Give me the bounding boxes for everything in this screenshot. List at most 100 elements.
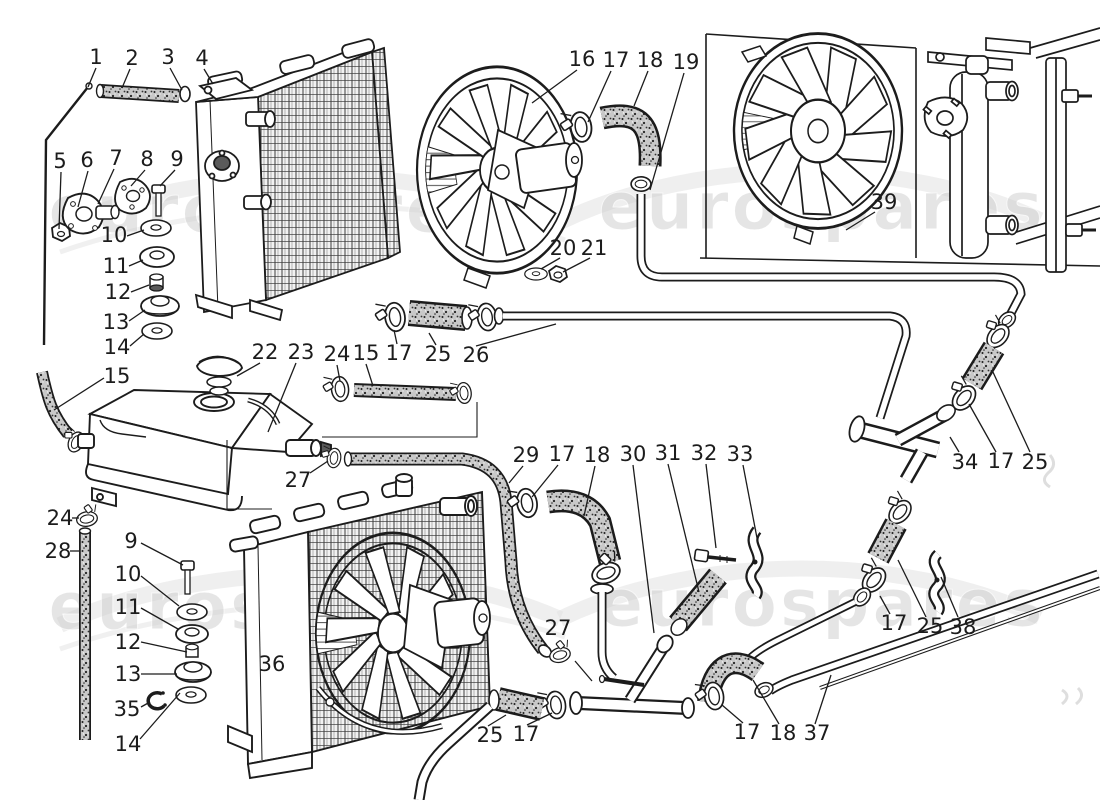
leader-line — [508, 465, 524, 484]
leader-line — [140, 641, 188, 653]
bracket-38 — [928, 549, 946, 616]
part-label-5: 5 — [53, 149, 66, 173]
bolt-9-lower — [180, 560, 195, 595]
flange-and-mount-parts-upper — [51, 177, 166, 243]
part-label-17: 17 — [513, 722, 540, 746]
part-label-28: 28 — [45, 539, 72, 563]
spacer-12-lower — [185, 643, 199, 658]
leader-line — [336, 364, 341, 382]
part-label-11: 11 — [115, 595, 142, 619]
leader-line — [487, 714, 507, 727]
leader-line — [87, 67, 97, 88]
y-pipe-30 — [569, 634, 695, 719]
hose-15-right — [353, 383, 457, 401]
part-label-31: 31 — [655, 441, 682, 465]
part-label-3: 3 — [161, 45, 174, 69]
part-label-18: 18 — [637, 48, 664, 72]
part-label-29: 29 — [513, 443, 540, 467]
part-label-2: 2 — [125, 46, 138, 70]
fan-39 — [732, 32, 904, 245]
hose-25-bottom — [495, 687, 569, 722]
hose-25-upper-right — [940, 312, 1015, 416]
pipe-bottom-left — [413, 689, 500, 800]
radiator-side-view — [922, 27, 1100, 273]
washer-20 — [524, 267, 548, 281]
leader-line — [139, 692, 181, 740]
mount-cup-13 — [140, 295, 180, 317]
part-label-30: 30 — [620, 442, 647, 466]
elbow-hose-18-center — [546, 489, 625, 589]
part-label-6: 6 — [80, 148, 93, 172]
part-label-7: 7 — [109, 146, 122, 170]
leader-line — [130, 284, 150, 293]
leader-line — [140, 542, 184, 566]
part-label-11: 11 — [103, 254, 130, 278]
leader-line — [53, 377, 105, 411]
part-label-8: 8 — [140, 147, 153, 171]
leader-line — [128, 309, 146, 322]
part-label-21: 21 — [581, 236, 608, 260]
bolt-9 — [151, 184, 166, 194]
part-label-37: 37 — [804, 721, 831, 745]
leader-line — [126, 229, 145, 237]
washer-10-lower — [176, 603, 208, 621]
spacer-12 — [149, 273, 164, 292]
leader-line — [968, 403, 997, 453]
leader-line — [814, 674, 832, 725]
part-label-25: 25 — [477, 723, 504, 747]
part-label-34: 34 — [952, 450, 979, 474]
part-label-17: 17 — [988, 449, 1015, 473]
part-label-19: 19 — [673, 50, 700, 74]
pipe-26 — [493, 307, 911, 420]
circlip-35 — [146, 691, 167, 711]
leader-line — [540, 257, 561, 270]
leader-line — [632, 464, 655, 634]
part-label-10: 10 — [115, 562, 142, 586]
radiator-front-upper — [194, 38, 401, 322]
grommet-11 — [139, 246, 175, 268]
leader-line — [267, 362, 297, 433]
part-label-15: 15 — [353, 341, 380, 365]
leader-line — [58, 171, 62, 230]
part-label-12: 12 — [105, 280, 132, 304]
leader-line — [940, 576, 959, 618]
part-label-13: 13 — [103, 310, 130, 334]
leader-line — [309, 460, 329, 474]
part-label-36: 36 — [259, 652, 286, 676]
part-label-9: 9 — [124, 529, 137, 553]
leader-line — [128, 259, 144, 267]
part-label-17: 17 — [549, 442, 576, 466]
part-label-14: 14 — [104, 335, 131, 359]
fitting-3 — [179, 85, 191, 103]
leader-line — [121, 68, 131, 89]
washer-14 — [141, 322, 173, 340]
part-label-14: 14 — [115, 732, 142, 756]
leader-line — [203, 68, 214, 85]
part-label-15: 15 — [104, 364, 131, 388]
part-label-27: 27 — [285, 468, 312, 492]
part-label-1: 1 — [89, 45, 102, 69]
leader-line — [236, 362, 261, 377]
part-label-25: 25 — [917, 614, 944, 638]
leader-line — [845, 211, 876, 231]
hose-25-lower-right — [849, 488, 917, 611]
leader-line — [526, 712, 553, 726]
part-label-17: 17 — [734, 720, 761, 744]
part-label-16: 16 — [569, 47, 596, 71]
part-label-18: 18 — [584, 443, 611, 467]
leader-line — [991, 369, 1031, 453]
elbow-hose-18-top — [599, 104, 662, 167]
leader-line — [365, 363, 374, 387]
pipe-37 — [751, 569, 1100, 701]
leader-line — [879, 595, 891, 615]
part-label-35: 35 — [114, 697, 141, 721]
leader-line — [159, 169, 176, 187]
clamp-24 — [321, 374, 351, 404]
part-label-25: 25 — [425, 342, 452, 366]
leader-line — [562, 257, 591, 273]
part-label-38: 38 — [950, 615, 977, 639]
bolt-32 — [693, 548, 737, 563]
part-label-25: 25 — [1022, 450, 1049, 474]
part-label-32: 32 — [691, 441, 718, 465]
part-label-39: 39 — [871, 190, 898, 214]
